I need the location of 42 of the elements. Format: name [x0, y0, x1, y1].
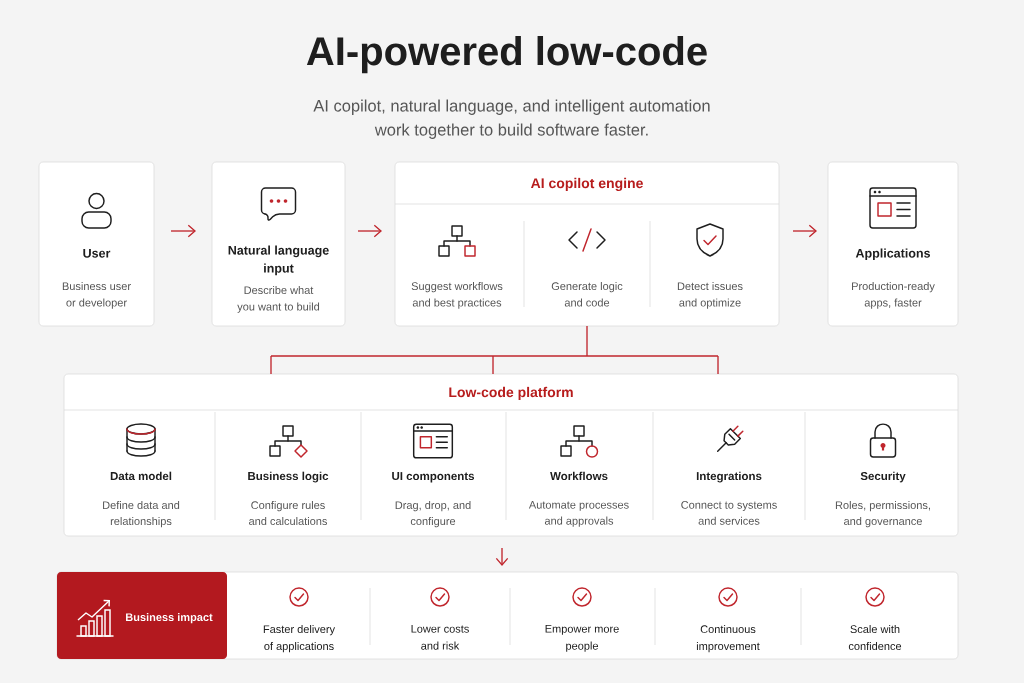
card [827, 161, 959, 327]
feature-description: Define data and relationships [103, 501, 180, 528]
benefit-text: Faster delivery of applications [263, 625, 336, 653]
panel [394, 161, 780, 327]
tile-heading: Business impact [126, 613, 213, 624]
benefit-text: Lower costs and risk [411, 625, 469, 650]
capability-text: Generate logic and code [551, 282, 623, 307]
card-title: User [83, 248, 111, 258]
panel-heading: Low-code platform [449, 386, 573, 400]
feature-title: UI components [392, 472, 475, 483]
capability-text: Suggest workflows and best practices [411, 282, 503, 309]
arrow [495, 547, 509, 566]
card-title: Natural language input [228, 245, 329, 276]
benefit-text: Empower more people [545, 625, 619, 652]
panel [56, 571, 959, 660]
benefit-text: Scale with confidence [848, 625, 902, 651]
feature-description: Drag, drop, and configure [395, 501, 471, 528]
arrow [357, 224, 382, 238]
arrow [792, 224, 817, 238]
feature-description: Roles, permissions, and governance [835, 501, 930, 528]
capability-text: Detect issues and optimize [677, 282, 743, 309]
panel-heading: AI copilot engine [530, 177, 643, 191]
arrow [170, 224, 196, 238]
card-description: Describe what you want to build [237, 286, 320, 313]
connector-line [270, 325, 719, 375]
feature-description: Connect to systems and services [681, 501, 777, 525]
benefit-text: Continuous improvement [696, 625, 760, 653]
feature-title: Business logic [248, 471, 329, 483]
feature-title: Integrations [696, 471, 762, 483]
feature-description: Configure rules and calculations [249, 501, 327, 526]
feature-description: Automate processes and approvals [528, 501, 629, 527]
card-description: Business user or developer [62, 282, 131, 309]
feature-title: Security [860, 471, 906, 483]
feature-title: Data model [110, 471, 172, 481]
feature-title: Workflows [550, 471, 608, 481]
title: AI-powered low-code [306, 36, 707, 74]
card-description: Production-ready apps, faster [852, 282, 935, 309]
subtitle: AI copilot, natural language, and intelligent automation work together to build software faster. [313, 99, 710, 139]
card-title: Applications [855, 248, 931, 261]
panel [63, 373, 959, 537]
card [211, 161, 346, 327]
card [38, 161, 155, 327]
